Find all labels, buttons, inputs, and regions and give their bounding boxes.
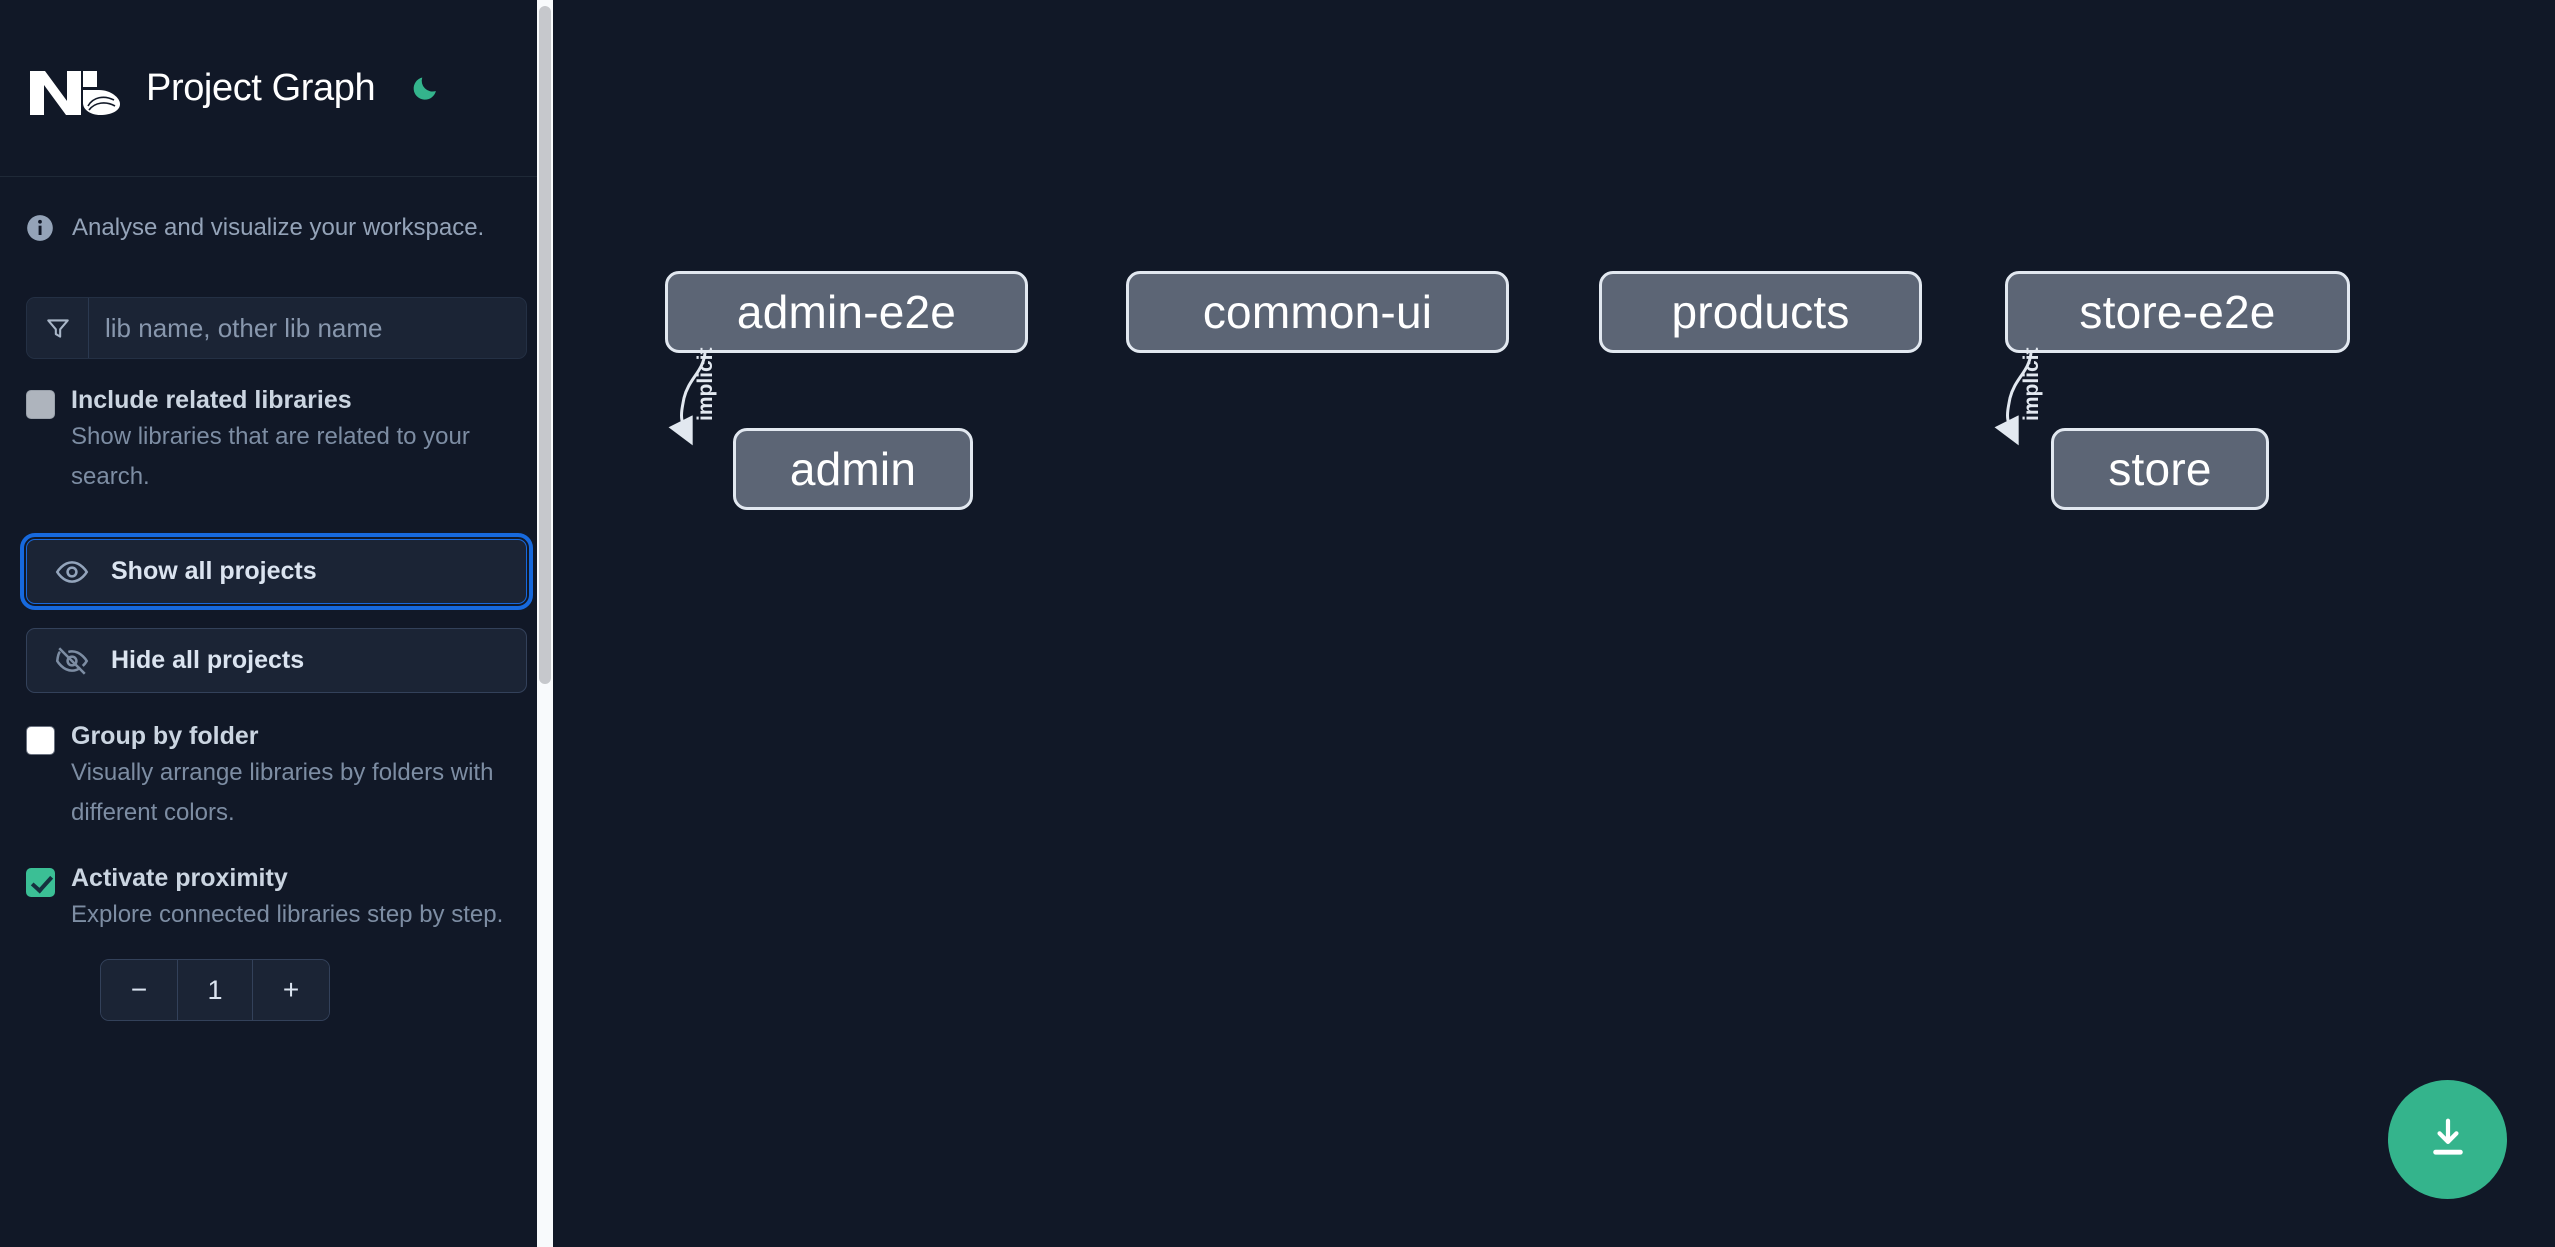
- option-text: Group by folder Visually arrange librari…: [71, 719, 527, 833]
- node-label: common-ui: [1202, 286, 1433, 338]
- node-label: store: [2108, 443, 2212, 495]
- checkbox-activate-proximity[interactable]: [26, 868, 55, 897]
- decrement-button[interactable]: −: [101, 960, 177, 1020]
- sidebar-scrollbar-thumb[interactable]: [539, 6, 551, 684]
- proximity-value: 1: [177, 960, 253, 1020]
- option-label: Group by folder: [71, 722, 259, 750]
- download-button[interactable]: [2388, 1080, 2507, 1199]
- graph-node-products[interactable]: products: [1599, 271, 1922, 353]
- tagline: Analyse and visualize your workspace.: [0, 177, 553, 279]
- option-label: Activate proximity: [71, 864, 288, 892]
- search-input[interactable]: [89, 298, 526, 358]
- edge-label-admin-implicit: implicit: [694, 347, 717, 421]
- node-label: admin-e2e: [736, 286, 957, 338]
- sidebar-content: Project Graph Analyse and visualize yo: [0, 0, 553, 1021]
- option-description: Show libraries that are related to your …: [71, 423, 470, 490]
- graph-node-admin-e2e[interactable]: admin-e2e: [665, 271, 1028, 353]
- graph-node-store-e2e[interactable]: store-e2e: [2005, 271, 2350, 353]
- graph-node-store[interactable]: store: [2051, 428, 2269, 510]
- graph-node-common-ui[interactable]: common-ui: [1126, 271, 1509, 353]
- graph-edges: [668, 352, 2033, 446]
- sidebar-header: Project Graph: [0, 0, 553, 177]
- checkbox-include-related-libraries[interactable]: [26, 390, 55, 419]
- option-activate-proximity[interactable]: Activate proximity Explore connected lib…: [0, 861, 553, 935]
- graph-node-admin[interactable]: admin: [733, 428, 973, 510]
- node-label: admin: [789, 443, 917, 495]
- proximity-stepper: − 1 +: [100, 959, 330, 1021]
- tagline-text: Analyse and visualize your workspace.: [72, 214, 485, 241]
- hide-all-projects-button[interactable]: Hide all projects: [26, 628, 527, 693]
- show-all-projects-label: Show all projects: [111, 557, 317, 585]
- option-description: Visually arrange libraries by folders wi…: [71, 759, 494, 826]
- info-icon: [26, 214, 54, 242]
- download-icon: [2425, 1115, 2471, 1164]
- option-label: Include related libraries: [71, 386, 352, 414]
- nx-logo-icon: [26, 57, 122, 119]
- filter-field[interactable]: [26, 297, 527, 359]
- sidebar: Project Graph Analyse and visualize yo: [0, 0, 553, 1247]
- node-label: products: [1671, 286, 1850, 338]
- proximity-stepper-row: − 1 +: [0, 959, 553, 1021]
- sidebar-scrollbar-track[interactable]: [537, 0, 553, 1247]
- option-group-by-folder[interactable]: Group by folder Visually arrange librari…: [0, 719, 553, 833]
- option-text: Include related libraries Show libraries…: [71, 383, 527, 497]
- option-include-related-libraries[interactable]: Include related libraries Show libraries…: [0, 383, 553, 497]
- edge-label-store-implicit: implicit: [2020, 347, 2043, 421]
- show-all-projects-button[interactable]: Show all projects: [20, 533, 533, 610]
- eye-icon: [55, 555, 89, 589]
- funnel-icon: [27, 298, 89, 358]
- moon-icon[interactable]: [403, 66, 447, 110]
- eye-off-icon: [55, 644, 89, 678]
- node-label: store-e2e: [2079, 286, 2276, 338]
- checkbox-group-by-folder[interactable]: [26, 726, 55, 755]
- graph-canvas[interactable]: admin-e2e common-ui products store-e2e a…: [553, 0, 2555, 1247]
- increment-button[interactable]: +: [253, 960, 329, 1020]
- hide-all-projects-label: Hide all projects: [111, 646, 305, 674]
- option-text: Activate proximity Explore connected lib…: [71, 861, 527, 935]
- page-title: Project Graph: [146, 66, 376, 109]
- option-description: Explore connected libraries step by step…: [71, 901, 504, 928]
